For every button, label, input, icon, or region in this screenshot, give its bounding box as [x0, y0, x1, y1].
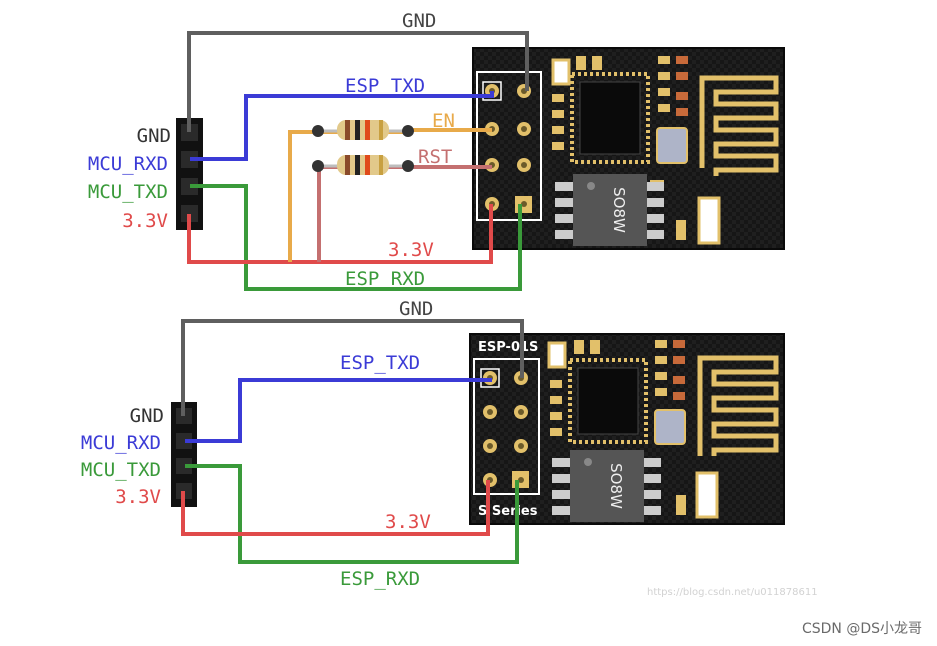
bottom-diagram: ESP-01S S Series	[81, 298, 785, 590]
header-gnd-label: GND	[130, 405, 164, 427]
v33-wire-label: 3.3V	[388, 239, 434, 261]
esp8266-chip	[570, 72, 650, 164]
header-mcu-txd-label: MCU_TXD	[88, 181, 168, 203]
esp01-board: SO8W	[472, 47, 785, 250]
smd-components	[551, 56, 688, 240]
board-series: S Series	[478, 504, 538, 519]
top-diagram: SO8W	[88, 10, 785, 291]
header-mcu-rxd-label: MCU_RXD	[88, 153, 168, 175]
csdn-credit: CSDN @DS小龙哥	[802, 621, 922, 637]
header-v33-label: 3.3V	[122, 210, 168, 232]
flash-chip: SO8W	[555, 174, 664, 246]
v33-wire-label: 3.3V	[385, 511, 431, 533]
wires	[181, 319, 524, 564]
resistor-rst	[312, 155, 414, 175]
flash-chip-label: SO8W	[610, 187, 628, 233]
gnd-wire-label: GND	[402, 10, 436, 32]
antenna-trace	[699, 75, 779, 176]
header-mcu-txd-label: MCU_TXD	[81, 459, 161, 481]
esp-txd-label: ESP_TXD	[340, 352, 420, 374]
rxd-wire	[185, 378, 492, 443]
esp8266-chip	[568, 358, 648, 444]
led	[695, 471, 719, 519]
mcu-header	[171, 402, 197, 507]
mcu-header	[176, 118, 203, 230]
esp-rxd-label: ESP_RXD	[345, 268, 425, 290]
crystal	[654, 409, 686, 445]
txd-wire	[190, 184, 522, 291]
flash-chip-label: SO8W	[607, 463, 625, 509]
led	[697, 196, 721, 245]
esp-txd-label: ESP_TXD	[345, 75, 425, 97]
gnd-wire	[181, 319, 524, 416]
rxd-wire	[190, 91, 494, 161]
rst-label: RST	[418, 146, 452, 168]
smd-components	[547, 340, 686, 515]
flash-chip: SO8W	[552, 450, 661, 522]
board-title: ESP-01S	[478, 340, 538, 355]
header-gnd-label: GND	[137, 125, 171, 147]
blog-watermark: https://blog.csdn.net/u011878611	[647, 587, 818, 598]
esp-rxd-label: ESP_RXD	[340, 568, 420, 590]
resistor-en	[312, 120, 414, 140]
antenna-trace	[697, 355, 779, 456]
gnd-wire	[187, 31, 529, 132]
txd-wire	[185, 464, 519, 564]
crystal	[656, 127, 688, 164]
header-v33-label: 3.3V	[115, 486, 161, 508]
en-label: EN	[432, 110, 455, 132]
v33-wire	[181, 480, 490, 536]
gnd-wire-label: GND	[399, 298, 433, 320]
v33-wire	[187, 204, 493, 264]
header-mcu-rxd-label: MCU_RXD	[81, 432, 161, 454]
